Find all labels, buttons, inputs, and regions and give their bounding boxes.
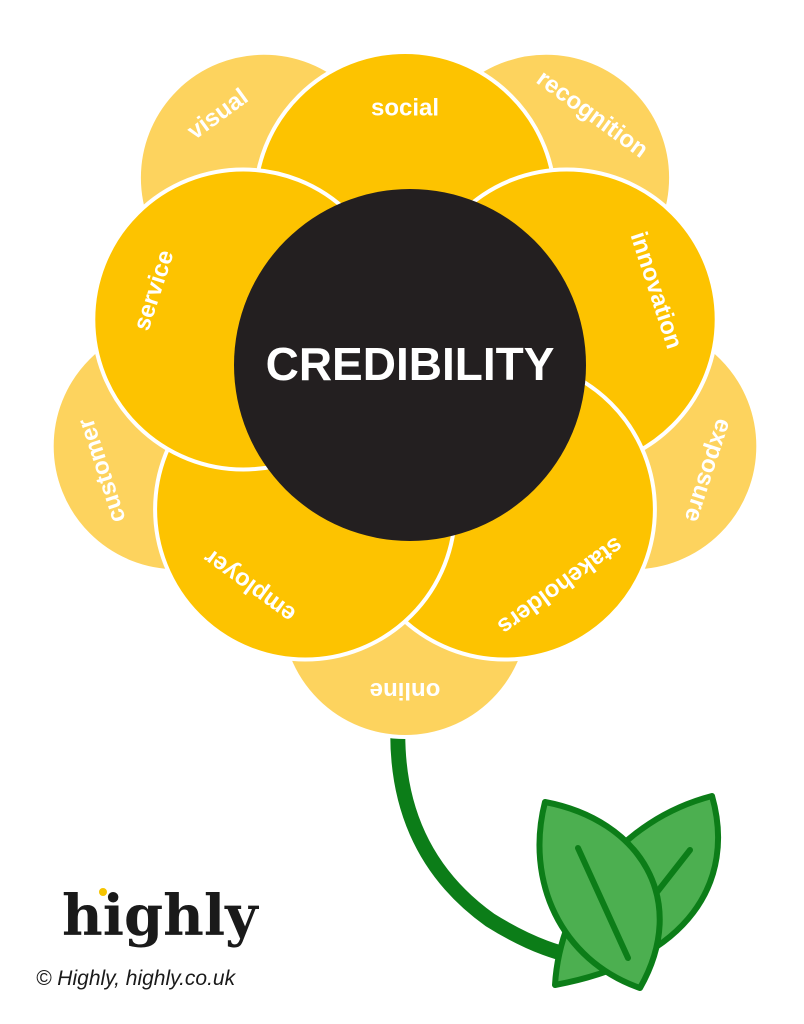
logo-accent-dot bbox=[99, 888, 107, 896]
center-label: CREDIBILITY bbox=[266, 338, 555, 390]
leaf-front-vein bbox=[575, 845, 631, 961]
inner-petal-label-social: social bbox=[371, 94, 439, 121]
copyright-text: © Highly, highly.co.uk bbox=[36, 967, 236, 990]
leaves bbox=[536, 793, 722, 991]
highly-logo: highly bbox=[62, 883, 258, 949]
center-circle bbox=[234, 189, 586, 541]
outer-petal-label-online: online bbox=[370, 677, 441, 704]
